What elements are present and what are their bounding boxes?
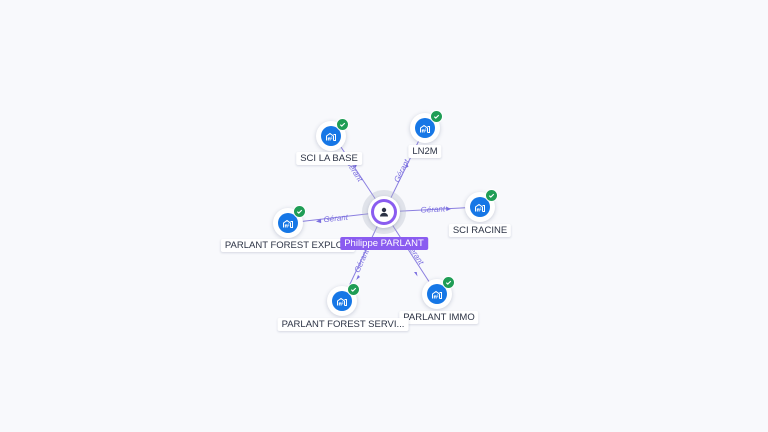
building-icon [427, 284, 447, 304]
building-icon [470, 197, 490, 217]
company-node-parlant-forest-servi[interactable] [327, 283, 360, 316]
company-node-ln2m[interactable] [410, 110, 443, 143]
verified-check-icon [293, 205, 306, 218]
edge-label-sci-racine: Gérant [420, 204, 446, 214]
arrow-sci-racine [446, 206, 451, 211]
company-label[interactable]: PARLANT FOREST SERVI... [277, 318, 409, 331]
company-label[interactable]: SCI LA BASE [296, 152, 362, 165]
company-node-parlant-immo[interactable] [422, 276, 455, 309]
verified-check-icon [442, 276, 455, 289]
building-icon [278, 213, 298, 233]
company-node-parlant-forest-explo[interactable] [273, 205, 306, 238]
verified-check-icon [336, 118, 349, 131]
edge-label-parlant-forest-servi: Gérant [353, 247, 371, 274]
verified-check-icon [485, 189, 498, 202]
company-label[interactable]: PARLANT FOREST EXPLO... [220, 239, 356, 252]
arrow-parlant-forest-servi [356, 275, 360, 280]
edge-sci-racine [383, 206, 481, 213]
person-node-center[interactable] [362, 190, 406, 234]
company-label[interactable]: PARLANT IMMO [399, 311, 479, 324]
arrow-parlant-forest-explo [316, 218, 322, 224]
edge-label-ln2m: Gérant [392, 157, 411, 184]
edge-label-parlant-forest-explo: Gérant [323, 213, 349, 225]
verified-check-icon [347, 283, 360, 296]
arrow-parlant-immo [414, 272, 418, 277]
company-node-sci-la-base[interactable] [316, 118, 349, 151]
building-icon [415, 118, 435, 138]
person-label[interactable]: Philippe PARLANT [340, 237, 428, 250]
company-label[interactable]: SCI RACINE [448, 224, 512, 237]
building-icon [321, 126, 341, 146]
company-label[interactable]: LN2M [408, 145, 442, 158]
company-node-sci-racine[interactable] [465, 189, 498, 222]
building-icon [332, 291, 352, 311]
arrow-ln2m [405, 162, 409, 168]
person-icon [374, 202, 394, 222]
verified-check-icon [430, 110, 443, 123]
